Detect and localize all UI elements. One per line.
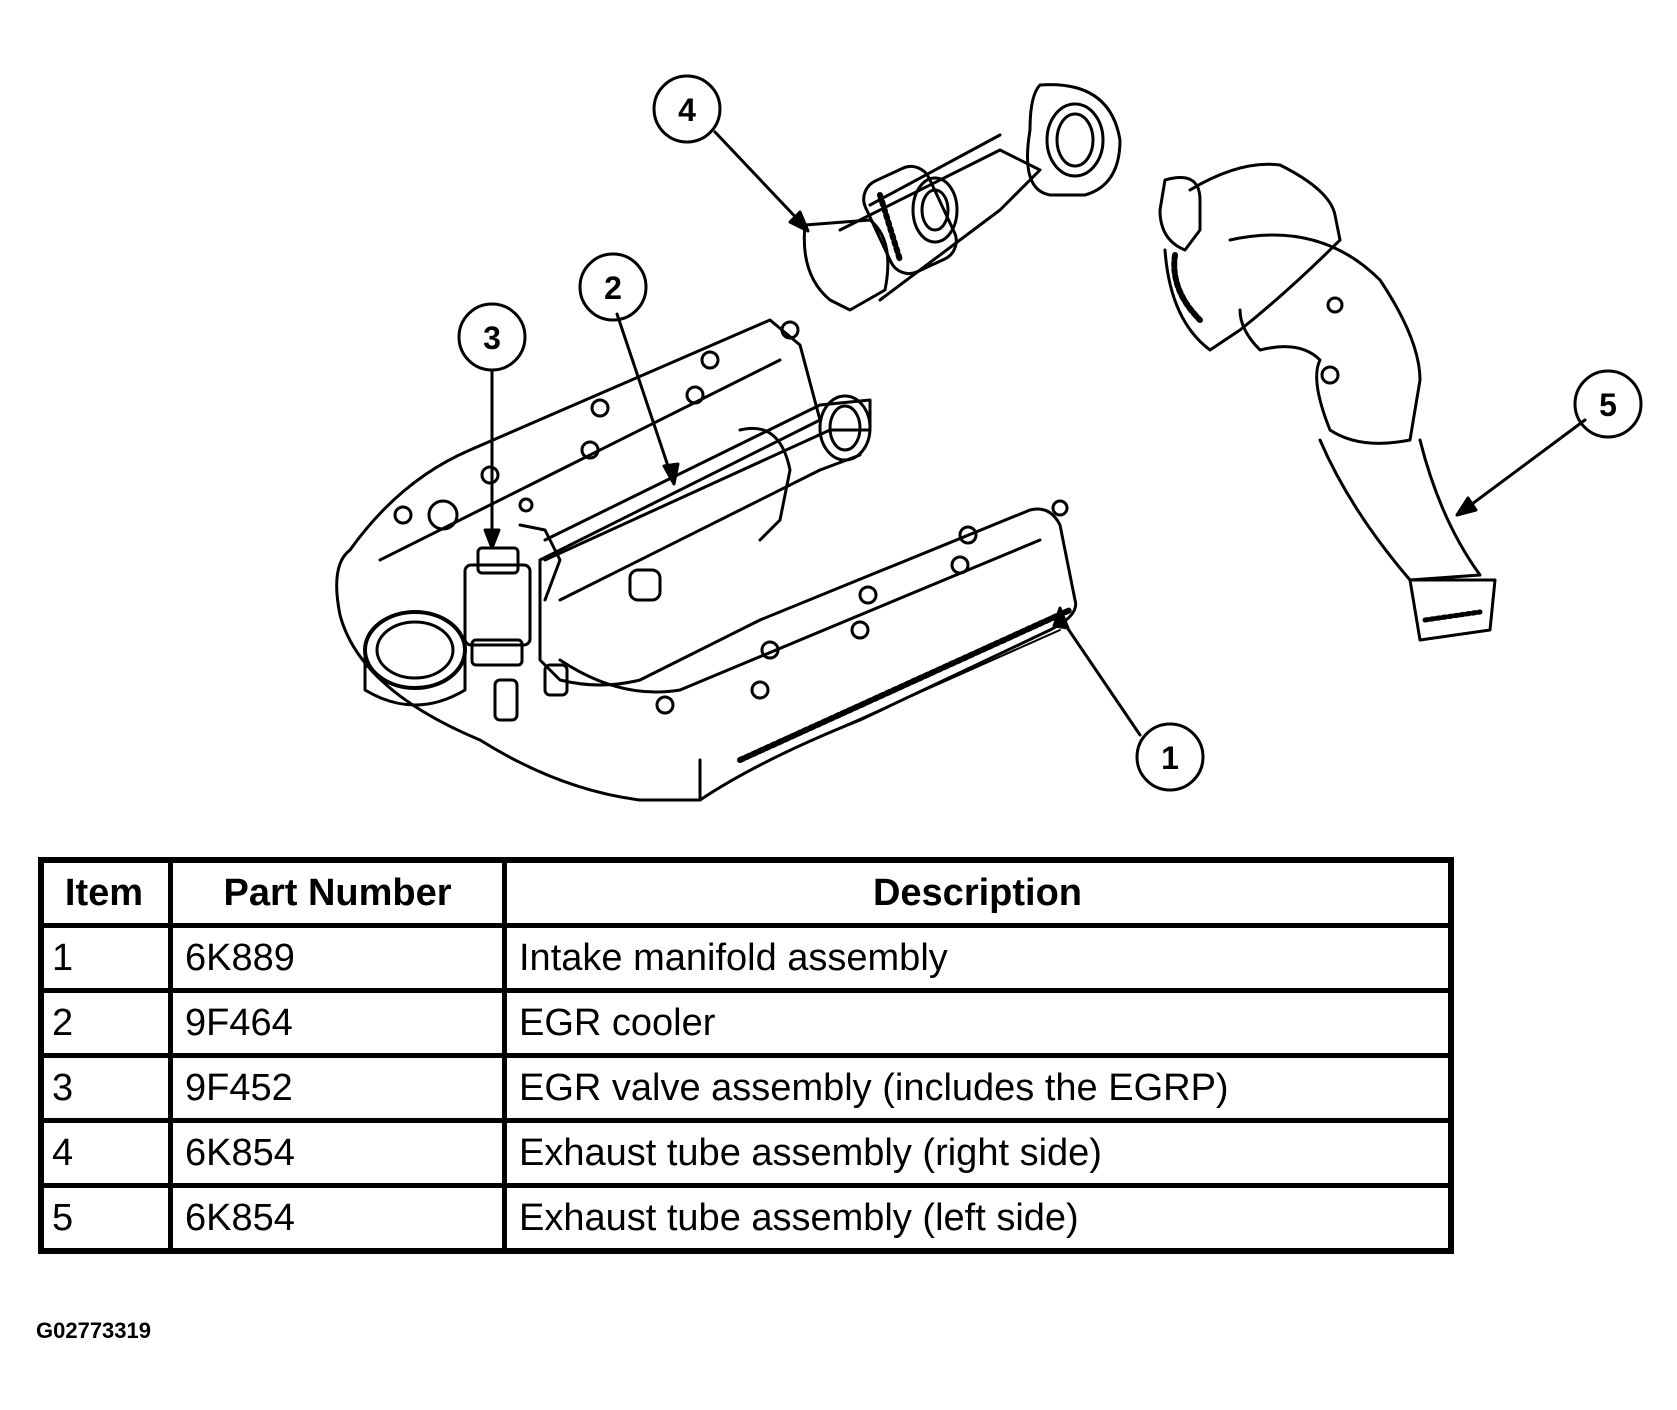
header-description: Description	[502, 857, 1454, 928]
cell-item: 1	[38, 923, 173, 993]
callout-3-circle	[457, 302, 527, 372]
cell-description: Exhaust tube assembly (left side)	[502, 1183, 1454, 1254]
cell-description: Exhaust tube assembly (right side)	[502, 1118, 1454, 1188]
cell-part-number: 6K889	[168, 923, 507, 993]
cell-part-number: 9F464	[168, 988, 507, 1058]
exploded-parts-diagram: 1 2 3 4 5	[335, 74, 1643, 802]
table-row: 3 9F452 EGR valve assembly (includes the…	[38, 1053, 1454, 1123]
callout-5-circle	[1573, 369, 1643, 439]
exhaust-tube-right-drawing	[802, 83, 1122, 312]
table-header-row: Item Part Number Description	[38, 857, 1454, 928]
callout-4-circle	[652, 74, 722, 144]
table-row: 5 6K854 Exhaust tube assembly (left side…	[38, 1183, 1454, 1254]
egr-valve-drawing	[463, 523, 569, 722]
callout-5-label: 5	[1599, 387, 1617, 423]
header-part-number: Part Number	[168, 857, 507, 928]
callout-2-circle	[578, 252, 648, 322]
callout-1-label: 1	[1161, 740, 1179, 776]
exhaust-tube-left-drawing	[1158, 162, 1497, 642]
cell-item: 2	[38, 988, 173, 1058]
cell-description: EGR cooler	[502, 988, 1454, 1058]
egr-cooler-drawing	[543, 394, 872, 602]
callout-2-label: 2	[604, 270, 622, 306]
table-row: 1 6K889 Intake manifold assembly	[38, 923, 1454, 993]
cell-part-number: 6K854	[168, 1183, 507, 1254]
figure-id: G02773319	[36, 1318, 151, 1343]
header-item: Item	[38, 857, 173, 928]
table-row: 4 6K854 Exhaust tube assembly (right sid…	[38, 1118, 1454, 1188]
cell-description: EGR valve assembly (includes the EGRP)	[502, 1053, 1454, 1123]
cell-item: 5	[38, 1183, 173, 1254]
cell-item: 4	[38, 1118, 173, 1188]
parts-table: Item Part Number Description 1 6K889 Int…	[38, 857, 1454, 1254]
callout-4-label: 4	[678, 92, 696, 128]
cell-description: Intake manifold assembly	[502, 923, 1454, 993]
callout-3-label: 3	[483, 320, 501, 356]
table-row: 2 9F464 EGR cooler	[38, 988, 1454, 1058]
callout-1-circle	[1135, 722, 1205, 792]
intake-manifold-drawing	[335, 318, 1078, 802]
cell-item: 3	[38, 1053, 173, 1123]
cell-part-number: 6K854	[168, 1118, 507, 1188]
callout-leaders	[483, 130, 1587, 737]
cell-part-number: 9F452	[168, 1053, 507, 1123]
